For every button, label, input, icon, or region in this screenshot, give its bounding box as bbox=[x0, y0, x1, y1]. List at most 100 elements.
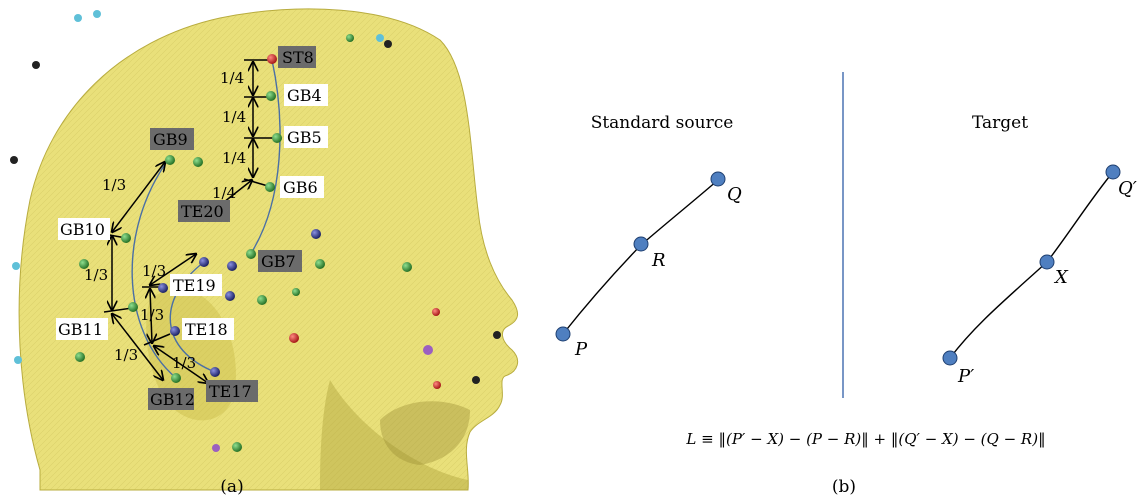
fraction-labels: 1/4 1/4 1/4 1/4 1/3 1/3 1/3 1/3 1/3 1/3 bbox=[84, 69, 246, 372]
label-box-te19 bbox=[170, 274, 222, 296]
frac-te20-te19: 1/3 bbox=[142, 262, 166, 280]
label-st8: ST8 bbox=[282, 48, 314, 67]
point-gb12 bbox=[171, 373, 181, 383]
label-r: R bbox=[651, 250, 666, 271]
point-gb10 bbox=[121, 233, 131, 243]
target-curve bbox=[949, 171, 1114, 359]
label-gb5: GB5 bbox=[287, 128, 322, 147]
frac-te19-te18: 1/3 bbox=[140, 306, 164, 324]
label-box-te17 bbox=[206, 380, 258, 402]
arrow-te18-te17 bbox=[154, 346, 208, 383]
point-extra bbox=[74, 14, 82, 22]
label-te18: TE18 bbox=[185, 320, 228, 339]
point-extra bbox=[75, 352, 85, 362]
label-te19: TE19 bbox=[173, 276, 216, 295]
acupoints bbox=[10, 10, 501, 452]
point-extra bbox=[292, 288, 300, 296]
point-gb7 bbox=[246, 249, 256, 259]
panel-b: Standard source Target P R Q P′ X Q′ L ≡… bbox=[555, 72, 1137, 497]
label-box-gb10 bbox=[58, 218, 110, 240]
point-extra bbox=[311, 229, 321, 239]
point-extra bbox=[432, 308, 440, 316]
frac-gb11-gb12: 1/3 bbox=[114, 346, 138, 364]
point-extra bbox=[227, 261, 237, 271]
label-gb10: GB10 bbox=[60, 220, 105, 239]
point-p bbox=[555, 326, 571, 342]
frac-gb10-gb11: 1/3 bbox=[84, 266, 108, 284]
label-box-te20 bbox=[178, 200, 230, 222]
frac-st8-gb4: 1/4 bbox=[220, 69, 244, 87]
label-x: X bbox=[1053, 267, 1069, 288]
point-extra bbox=[225, 291, 235, 301]
label-box-gb7 bbox=[258, 250, 302, 272]
point-extra bbox=[193, 157, 203, 167]
label-box-gb4 bbox=[284, 84, 328, 106]
tick-gb6 bbox=[243, 178, 269, 187]
label-box-gb6 bbox=[280, 176, 324, 198]
source-title: Standard source bbox=[591, 113, 734, 133]
label-te20: TE20 bbox=[181, 202, 224, 221]
point-extra bbox=[32, 61, 40, 69]
point-st8 bbox=[267, 54, 277, 64]
label-box-gb11 bbox=[56, 318, 108, 340]
point-p-prime bbox=[942, 350, 958, 366]
point-extra bbox=[12, 262, 20, 270]
point-q bbox=[710, 171, 726, 187]
point-extra bbox=[346, 34, 354, 42]
point-extra bbox=[493, 331, 501, 339]
label-box-gb9 bbox=[150, 128, 194, 150]
label-box-gb5 bbox=[284, 126, 328, 148]
source-curve bbox=[562, 179, 719, 335]
label-gb9: GB9 bbox=[153, 130, 188, 149]
point-gb9 bbox=[165, 155, 175, 165]
label-gb12: GB12 bbox=[150, 390, 195, 409]
frac-gb9-gb10: 1/3 bbox=[102, 176, 126, 194]
point-extra bbox=[14, 356, 22, 364]
tick-gb11 bbox=[103, 307, 133, 313]
point-extra bbox=[315, 259, 325, 269]
point-q-prime bbox=[1105, 164, 1121, 180]
point-extra bbox=[423, 345, 433, 355]
point-extra bbox=[93, 10, 101, 18]
label-te17: TE17 bbox=[209, 382, 252, 401]
target-title: Target bbox=[972, 113, 1028, 133]
point-extra bbox=[212, 444, 220, 452]
arrow-te20-te19 bbox=[150, 254, 196, 285]
loss-equation: L ≡ ‖(P′ − X) − (P − R)‖ + ‖(Q′ − X) − (… bbox=[685, 430, 1045, 448]
label-box-te18 bbox=[182, 318, 234, 340]
label-gb11: GB11 bbox=[58, 320, 103, 339]
point-gb5 bbox=[272, 133, 282, 143]
point-te19 bbox=[158, 283, 168, 293]
label-box-gb12 bbox=[148, 388, 194, 410]
point-extra bbox=[472, 376, 480, 384]
point-extra bbox=[79, 259, 89, 269]
point-extra bbox=[402, 262, 412, 272]
point-te20 bbox=[199, 257, 209, 267]
label-box-st8 bbox=[278, 46, 316, 68]
arrow-te19-te18 bbox=[150, 289, 152, 343]
point-extra bbox=[232, 442, 242, 452]
label-q-prime: Q′ bbox=[1118, 178, 1137, 199]
point-labels: ST8 GB4 GB5 GB6 GB7 GB9 GB10 GB11 GB12 T… bbox=[56, 46, 328, 410]
label-p-prime: P′ bbox=[957, 366, 974, 387]
point-te17 bbox=[210, 367, 220, 377]
jaw-shadow bbox=[320, 380, 468, 490]
point-r bbox=[633, 236, 649, 252]
caption-b: (b) bbox=[832, 477, 856, 497]
point-gb6 bbox=[265, 182, 275, 192]
arrow-gb9-gb10 bbox=[112, 162, 165, 232]
tick-te18 bbox=[143, 333, 171, 346]
point-gb4 bbox=[266, 91, 276, 101]
point-extra bbox=[289, 333, 299, 343]
caption-a: (a) bbox=[220, 477, 243, 497]
measure-arrows bbox=[103, 59, 276, 383]
frac-gb5-gb6: 1/4 bbox=[222, 149, 246, 167]
point-gb11 bbox=[128, 302, 138, 312]
point-extra bbox=[433, 381, 441, 389]
label-gb4: GB4 bbox=[287, 86, 322, 105]
head-model bbox=[18, 8, 519, 491]
panel-a: 1/4 1/4 1/4 1/4 1/3 1/3 1/3 1/3 1/3 1/3 … bbox=[10, 8, 519, 497]
frac-gb4-gb5: 1/4 bbox=[222, 108, 246, 126]
frac-gb6-gb7: 1/4 bbox=[212, 184, 236, 202]
